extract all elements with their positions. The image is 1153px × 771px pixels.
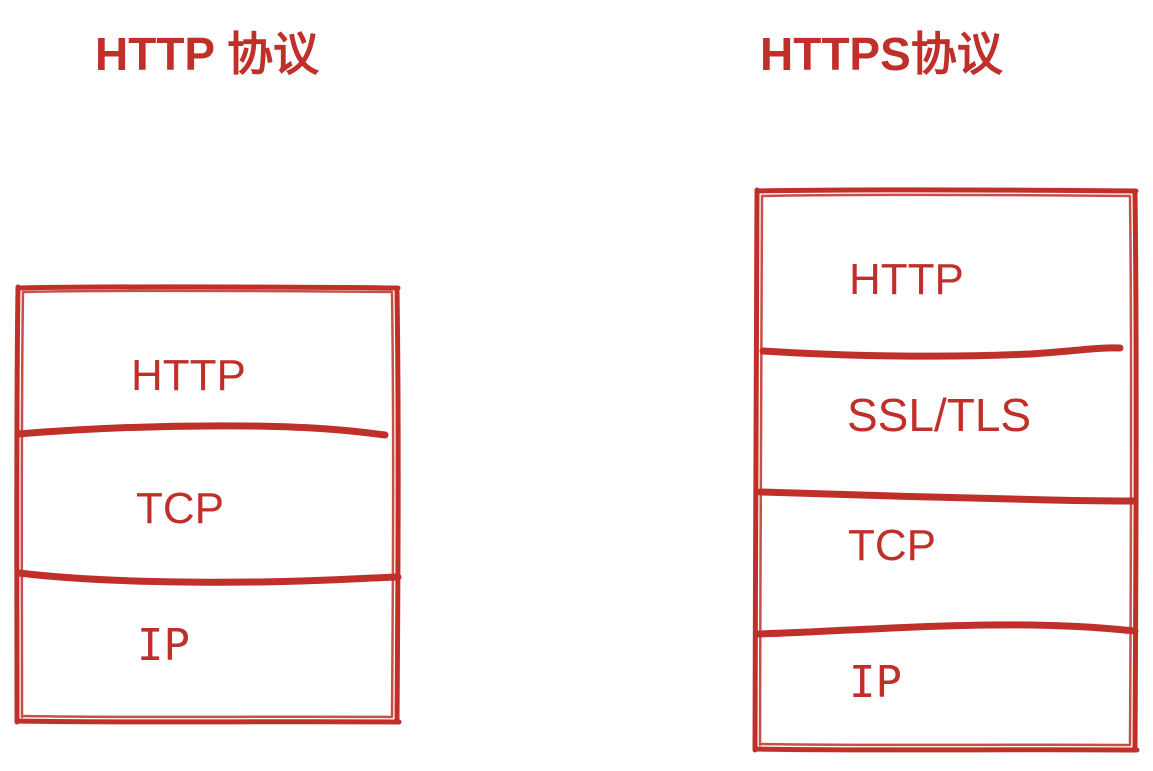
layer-label-https-stack-ip: IP — [849, 657, 902, 708]
panel-title-https: HTTPS协议 — [760, 28, 1003, 80]
https-divider-3 — [753, 621, 1139, 638]
https-divider-1 — [759, 344, 1124, 360]
layer-label-http-stack-ip: IP — [137, 620, 190, 671]
layer-label-https-stack-ssl-tls: SSL/TLS — [847, 389, 1032, 441]
layer-label-https-stack-tcp: TCP — [848, 521, 936, 570]
http-divider-2 — [15, 569, 402, 586]
https-divider-2 — [756, 488, 1139, 505]
layer-label-http-stack-http: HTTP — [131, 351, 246, 400]
panel-title-http: HTTP 协议 — [95, 28, 320, 80]
layer-label-http-stack-tcp: TCP — [136, 484, 224, 533]
layer-label-https-stack-http: HTTP — [849, 255, 964, 304]
http-divider-1 — [14, 422, 389, 439]
